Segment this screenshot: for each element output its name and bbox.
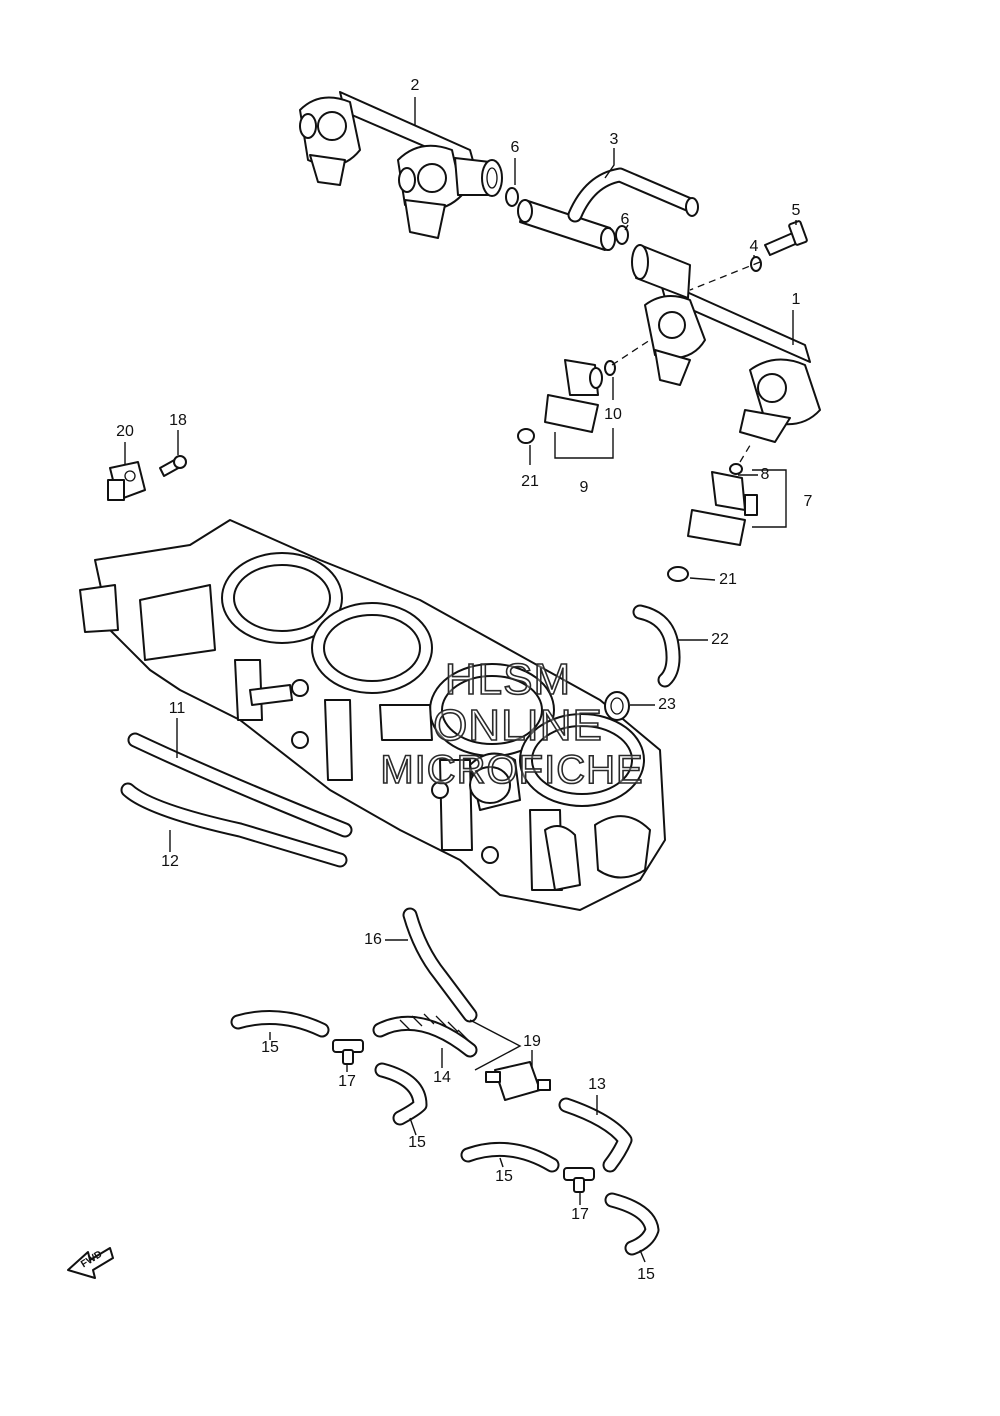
callout-c17b: 17	[571, 1206, 589, 1223]
callout-c11: 11	[168, 700, 186, 717]
callout-c6b: 6	[620, 211, 630, 228]
callout-c10: 10	[604, 406, 622, 423]
watermark-line-1: HLSM	[444, 655, 572, 704]
fuel-rail-upper	[299, 91, 503, 239]
o-ring-6b	[615, 225, 629, 245]
callout-c16: 16	[364, 931, 382, 948]
callout-c20: 20	[116, 423, 134, 440]
callout-c5: 5	[791, 202, 801, 219]
callout-c13: 13	[588, 1076, 606, 1093]
fuel-joint-3	[517, 167, 699, 251]
callout-c14: 14	[433, 1069, 451, 1086]
callout-c15a: 15	[261, 1039, 279, 1056]
callout-c22: 22	[711, 631, 729, 648]
bolt-5	[764, 220, 808, 256]
callout-c8: 8	[760, 466, 770, 483]
callout-c21b: 21	[719, 571, 737, 588]
leader-lines	[124, 97, 797, 1263]
injector-9	[517, 359, 616, 444]
watermark-line-2: ONLINE	[432, 701, 603, 750]
callout-c6a: 6	[510, 139, 520, 156]
o-ring-6a	[505, 187, 519, 207]
callout-c3: 3	[609, 131, 619, 148]
joint-17b	[563, 1167, 595, 1193]
callout-c21a: 21	[521, 473, 539, 490]
callout-c2: 2	[410, 77, 420, 94]
callout-c15b: 15	[408, 1134, 426, 1151]
callout-c1: 1	[791, 291, 801, 308]
callout-c15d: 15	[637, 1266, 655, 1283]
callout-c23: 23	[658, 696, 676, 713]
screw-18	[159, 455, 187, 477]
callout-c7: 7	[803, 493, 813, 510]
callout-c9: 9	[579, 479, 589, 496]
valve-19	[485, 1061, 551, 1101]
callout-c12: 12	[161, 853, 179, 870]
injector-7	[667, 463, 758, 582]
callout-c15c: 15	[495, 1168, 513, 1185]
fuel-rail-lower	[631, 244, 821, 443]
fwd-arrow-icon	[67, 1247, 114, 1279]
hose-14	[372, 1013, 478, 1058]
watermark-line-3: MICROFICHE	[380, 748, 644, 792]
clamp-23	[604, 691, 630, 721]
callout-c17a: 17	[338, 1073, 356, 1090]
callout-c18: 18	[169, 412, 187, 429]
sensor-20	[107, 461, 146, 501]
joint-17a	[332, 1039, 364, 1065]
callout-c4: 4	[749, 238, 759, 255]
callout-c19: 19	[523, 1033, 541, 1050]
throttle-body	[79, 519, 666, 911]
